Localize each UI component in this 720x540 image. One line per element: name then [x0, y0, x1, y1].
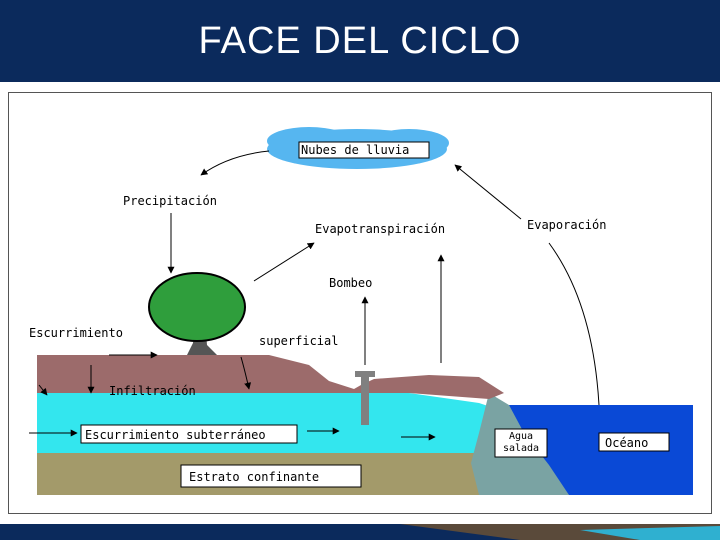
slide-title: FACE DEL CICLO [198, 20, 522, 62]
precipitation-label: Precipitación [123, 194, 217, 208]
evaporation-to-cloud-arrow [454, 164, 522, 220]
salt-water-label: Agua salada [502, 431, 540, 454]
evapotranspiration-arrow [253, 242, 315, 282]
evapotranspiration-label: Evapotranspiración [315, 222, 445, 236]
well-cap [355, 371, 375, 377]
infiltration-arrow-2 [38, 384, 48, 396]
diagram-frame: Nubes de lluvia Precipitación Evapotrans… [8, 92, 712, 514]
water-cycle-diagram: Nubes de lluvia Precipitación Evapotrans… [29, 127, 693, 495]
clouds-label: Nubes de lluvia [301, 143, 409, 157]
title-bar [0, 0, 720, 82]
runoff-label: Escurrimiento [29, 326, 123, 340]
evaporation-arrow [548, 242, 600, 406]
groundwater-flow-label: Escurrimiento subterráneo [85, 428, 266, 442]
tree-canopy [148, 272, 246, 342]
surface-label: superficial [259, 334, 338, 348]
soil-layer [37, 355, 504, 399]
precipitation-from-cloud-arrow [200, 150, 270, 176]
ocean-label: Océano [605, 436, 648, 450]
evaporation-label: Evaporación [527, 218, 606, 232]
surface-runoff-arrow [240, 356, 252, 390]
well-pipe [361, 373, 369, 425]
footer-bar [0, 524, 720, 540]
confining-label: Estrato confinante [189, 470, 319, 484]
pumping-label: Bombeo [329, 276, 372, 290]
aquifer-layer [37, 393, 564, 465]
infiltration-label: Infiltración [109, 384, 196, 398]
